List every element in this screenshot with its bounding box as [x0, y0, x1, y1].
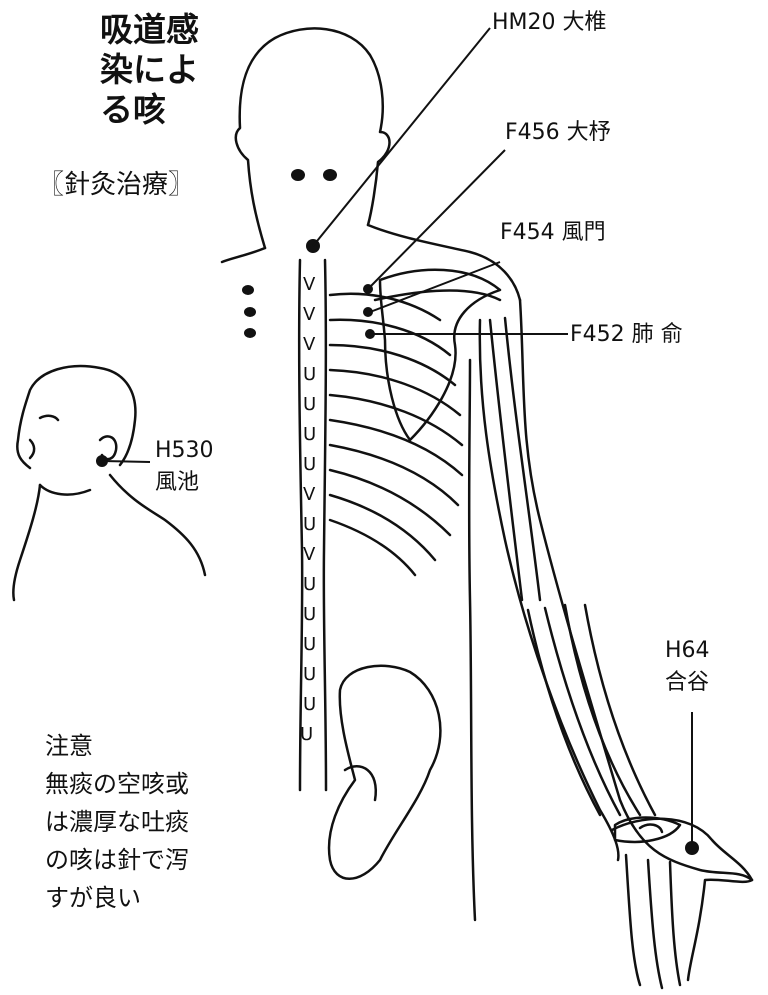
- treatment-subtitle: 〖針灸治療〗: [38, 172, 194, 198]
- leader-fengchi: [102, 461, 150, 462]
- note-line-4: の咳は針で泻: [45, 841, 189, 879]
- leader-dazhui: [313, 28, 490, 246]
- page-title: 吸道感染による咳: [100, 10, 199, 130]
- decorative-dots: [242, 169, 337, 338]
- carpal-bones: [615, 818, 680, 842]
- label-hegu-name: 合谷: [665, 672, 709, 694]
- svg-text:U: U: [303, 574, 316, 595]
- note-line-1: 注意: [45, 727, 189, 765]
- pelvis-inner: [345, 766, 376, 800]
- side-head-outline: [17, 366, 135, 495]
- hand-outline: [612, 819, 752, 988]
- label-dazhu: F456 大杼: [505, 122, 611, 144]
- svg-text:U: U: [303, 634, 316, 655]
- title-line-1: 吸道感: [100, 10, 199, 50]
- title-line-3: る咳: [100, 90, 199, 130]
- label-feishu: F452 肺 俞: [570, 324, 683, 346]
- svg-text:U: U: [303, 394, 316, 415]
- pelvis: [329, 666, 440, 879]
- arm-inner-outline: [480, 320, 619, 860]
- note-line-5: すが良い: [45, 879, 189, 917]
- label-fengmen: F454 風門: [500, 222, 606, 244]
- svg-text:V: V: [303, 484, 316, 505]
- svg-text:V: V: [303, 334, 316, 355]
- shoulder-left-outline: [222, 248, 265, 262]
- side-face: [30, 416, 58, 458]
- ulna-bone: [565, 605, 655, 815]
- note-line-3: は濃厚な吐痰: [45, 803, 189, 841]
- label-hegu-code: H64: [665, 640, 710, 662]
- title-line-2: 染によ: [100, 50, 199, 90]
- torso-right-outline: [469, 360, 475, 920]
- radius-bone: [528, 608, 620, 815]
- svg-text:V: V: [303, 544, 316, 565]
- svg-text:U: U: [303, 364, 316, 385]
- svg-text:U: U: [300, 724, 313, 745]
- humerus-bone: [490, 318, 540, 600]
- svg-text:U: U: [303, 424, 316, 445]
- svg-text:V: V: [303, 304, 316, 325]
- note-line-2: 無痰の空咳或: [45, 765, 189, 803]
- svg-text:U: U: [303, 454, 316, 475]
- svg-text:U: U: [303, 514, 316, 535]
- rib-cage: [330, 294, 462, 575]
- head-outline: [236, 28, 390, 248]
- label-dazhui: HM20 大椎: [492, 12, 607, 34]
- svg-text:U: U: [303, 604, 316, 625]
- svg-text:V: V: [303, 274, 316, 295]
- caution-note: 注意無痰の空咳或は濃厚な吐痰の咳は針で泻すが良い: [45, 727, 189, 917]
- svg-text:U: U: [303, 664, 316, 685]
- arm-outer-outline: [520, 300, 752, 880]
- label-fengchi-name: 風池: [155, 472, 199, 494]
- label-fengchi-code: H530: [155, 440, 214, 462]
- svg-text:U: U: [303, 694, 316, 715]
